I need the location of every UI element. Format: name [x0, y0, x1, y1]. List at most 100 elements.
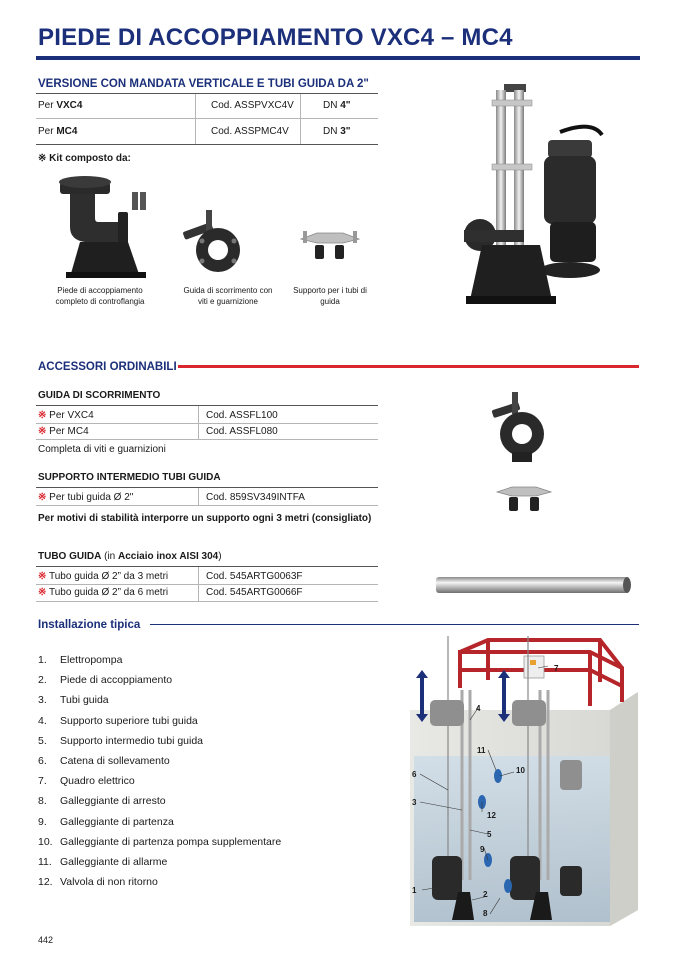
installazione-item-number: 5. [38, 734, 47, 747]
versione-row-1-dn: DN 4" [323, 100, 351, 111]
installazione-item: 5. Supporto intermedio tubi guida [38, 735, 203, 747]
versione-row-2-cod: Cod. ASSPMC4V [211, 126, 289, 137]
divider [36, 505, 378, 506]
page-number: 442 [38, 935, 54, 945]
sliding-guide-image [183, 210, 240, 272]
divider [36, 405, 378, 406]
diagram-label: 8 [483, 909, 488, 918]
diagram-label: 4 [476, 704, 481, 713]
guide-tube-image [436, 577, 631, 593]
col-divider [198, 567, 199, 601]
installazione-item-number: 4. [38, 714, 47, 727]
diagram-label: 11 [477, 746, 486, 755]
installazione-item-number: 2. [38, 674, 47, 687]
diagram-label: 3 [412, 798, 417, 807]
divider [36, 584, 378, 585]
installazione-item-text: Galleggiante di arresto [60, 795, 166, 808]
installazione-item-number: 3. [38, 694, 47, 707]
diagram-label: 6 [412, 770, 417, 779]
kit-caption-3: Supporto per i tubi di guida [293, 286, 367, 306]
installazione-item: 6. Catena di sollevamento [38, 755, 170, 767]
sliding-guide-accessory-image [491, 392, 544, 462]
installazione-item-number: 1. [38, 654, 47, 666]
installazione-item-number: 7. [38, 775, 47, 788]
installazione-item-number: 8. [38, 795, 47, 808]
col-divider [198, 406, 199, 439]
divider [36, 601, 378, 602]
versione-row-1: Per VXC4 [38, 100, 83, 111]
guida-row-2: ※ Per MC4 [38, 426, 89, 437]
accessori-rule [178, 365, 639, 368]
col-divider [198, 488, 199, 505]
installazione-item: 12.Valvola di non ritorno [38, 876, 158, 888]
installazione-item-text: Catena di sollevamento [60, 755, 170, 767]
installazione-item-text: Galleggiante di allarme [60, 856, 168, 868]
installazione-item-number: 9. [38, 815, 47, 828]
installazione-item: 10.Galleggiante di partenza pompa supple… [38, 836, 281, 848]
installazione-item-text: Piede di accoppiamento [60, 674, 173, 687]
installazione-item: 2. Piede di accoppiamento [38, 674, 172, 686]
versione-row-2: Per MC4 [38, 126, 78, 137]
installazione-item-text: Tubi guida [60, 694, 109, 707]
guida-note: Completa di viti e guarnizioni [38, 444, 166, 455]
guida-row-2-cod: Cod. ASSFL080 [206, 426, 278, 437]
installazione-heading: Installazione tipica [38, 619, 141, 631]
installazione-item: 9. Galleggiante di partenza [38, 816, 174, 828]
diagram-label: 7 [554, 664, 559, 673]
guida-row-1-cod: Cod. ASSFL100 [206, 410, 278, 421]
installazione-item: 3. Tubi guida [38, 694, 109, 706]
title-rule [36, 56, 640, 60]
diagram-label: 12 [487, 811, 496, 820]
tubo-row-1-cod: Cod. 545ARTG0063F [206, 571, 303, 582]
tubo-row-2-cod: Cod. 545ARTG0066F [206, 587, 303, 598]
installazione-item: 8. Galleggiante di arresto [38, 795, 166, 807]
installazione-item-number: 11. [38, 856, 52, 868]
divider [36, 423, 378, 424]
intermediate-support-image [495, 486, 553, 511]
kit-caption-2: Guida di scorrimento con viti e guarnizi… [183, 286, 273, 306]
assembly-image [464, 84, 604, 304]
installazione-item: 11. Galleggiante di allarme [38, 856, 167, 868]
divider [36, 439, 378, 440]
divider [36, 487, 378, 488]
supporto-row-1: ※ Per tubi guida Ø 2" [38, 492, 134, 503]
installazione-item: 4. Supporto superiore tubi guida [38, 715, 198, 727]
guida-row-1: ※ Per VXC4 [38, 410, 94, 421]
tubo-row-1: ※ Tubo guida Ø 2” da 3 metri [38, 571, 169, 582]
installazione-item-text: Supporto superiore tubi guida [60, 714, 198, 727]
installazione-item-number: 12. [38, 876, 53, 889]
page-title: PIEDE DI ACCOPPIAMENTO VXC4 – MC4 [38, 24, 513, 51]
installazione-item: 1. Elettropompa [38, 654, 122, 666]
coupling-foot-image [59, 176, 146, 278]
diagram-label: 1 [412, 886, 417, 895]
divider [36, 144, 378, 145]
col-divider [195, 94, 196, 144]
diagram-label: 5 [487, 830, 492, 839]
versione-heading: VERSIONE CON MANDATA VERTICALE E TUBI GU… [38, 78, 369, 90]
divider [36, 118, 378, 119]
installazione-item-text: Quadro elettrico [60, 775, 135, 788]
installation-diagram [410, 636, 638, 926]
diagram-label: 9 [480, 845, 485, 854]
installazione-item-text: Galleggiante di partenza [60, 815, 174, 828]
tubo-heading: TUBO GUIDA (in Acciaio inox AISI 304) [38, 551, 222, 562]
diagram-label: 10 [516, 766, 525, 775]
installazione-item-text: Supporto intermedio tubi guida [60, 734, 204, 747]
accessori-heading: ACCESSORI ORDINABILI [38, 361, 177, 373]
versione-row-2-dn: DN 3" [323, 126, 351, 137]
guide-support-image [299, 231, 361, 259]
kit-label: ※ Kit composto da: [38, 153, 131, 164]
installazione-item-number: 10. [38, 835, 53, 848]
installazione-rule [150, 624, 639, 625]
tubo-row-2: ※ Tubo guida Ø 2” da 6 metri [38, 587, 169, 598]
supporto-heading: SUPPORTO INTERMEDIO TUBI GUIDA [38, 472, 221, 483]
supporto-note: Per motivi di stabilità interporre un su… [38, 513, 372, 524]
divider [36, 93, 378, 94]
kit-caption-1: Piede di accoppiamento completo di contr… [55, 286, 145, 306]
col-divider [300, 94, 301, 144]
diagram-label: 2 [483, 890, 488, 899]
supporto-row-1-cod: Cod. 859SV349INTFA [206, 492, 305, 503]
installazione-item-text: Elettropompa [60, 654, 123, 666]
installazione-item-number: 6. [38, 755, 47, 767]
guida-heading: GUIDA DI SCORRIMENTO [38, 390, 161, 401]
